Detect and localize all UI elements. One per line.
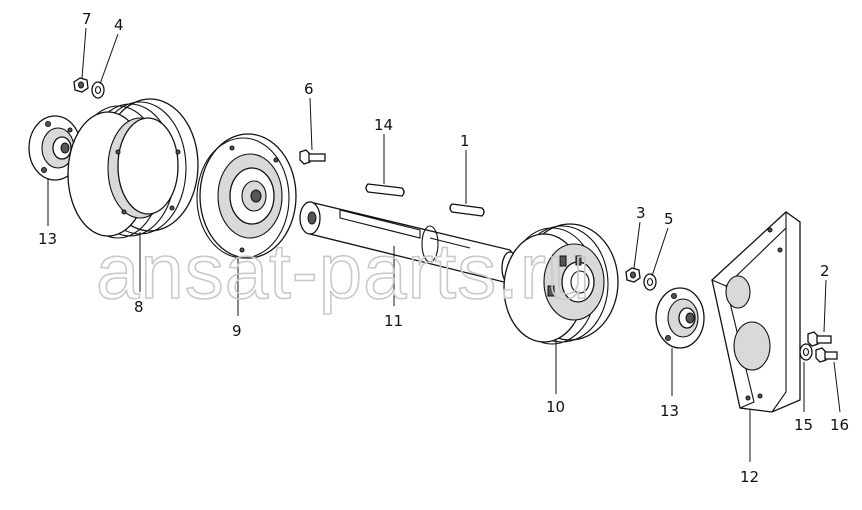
callout-2: 2 [820, 262, 830, 280]
callout-10: 10 [546, 398, 565, 416]
watermark-text: ansat-parts.ru [96, 227, 591, 315]
part-9-drive-disc [196, 133, 297, 259]
part-2-bolt [807, 331, 832, 347]
callout-9: 9 [232, 322, 242, 340]
part-1-key [449, 203, 485, 217]
callout-12: 12 [740, 468, 759, 486]
callout-16: 16 [830, 416, 849, 434]
callout-8: 8 [134, 298, 144, 316]
leader-lines [47, 27, 841, 462]
part-16-bolt [815, 347, 838, 363]
part-12-bracket-plate [711, 211, 801, 413]
part-13-right-bearing-flange [655, 287, 705, 349]
part-7-nut [73, 77, 89, 93]
callout-4: 4 [114, 16, 124, 34]
callout-5: 5 [664, 210, 674, 228]
callout-13-left: 13 [38, 230, 57, 248]
part-6-bolt [299, 149, 326, 165]
part-3-nut [625, 267, 641, 283]
callout-1: 1 [460, 132, 470, 150]
callout-labels: 7 4 13 8 9 6 14 1 11 10 3 5 13 12 2 15 1… [38, 10, 849, 486]
callout-15: 15 [794, 416, 813, 434]
part-14-key [365, 183, 405, 197]
part-5-washer [643, 273, 657, 291]
callout-13-right: 13 [660, 402, 679, 420]
part-15-washer [799, 343, 813, 361]
part-10-v-belt-pulley [503, 223, 619, 345]
callout-7: 7 [82, 10, 92, 28]
part-4-washer [91, 81, 105, 99]
callout-3: 3 [636, 204, 646, 222]
callout-14: 14 [374, 116, 393, 134]
callout-11: 11 [384, 312, 403, 330]
callout-6: 6 [304, 80, 314, 98]
part-8-pulley-rim [67, 98, 199, 239]
